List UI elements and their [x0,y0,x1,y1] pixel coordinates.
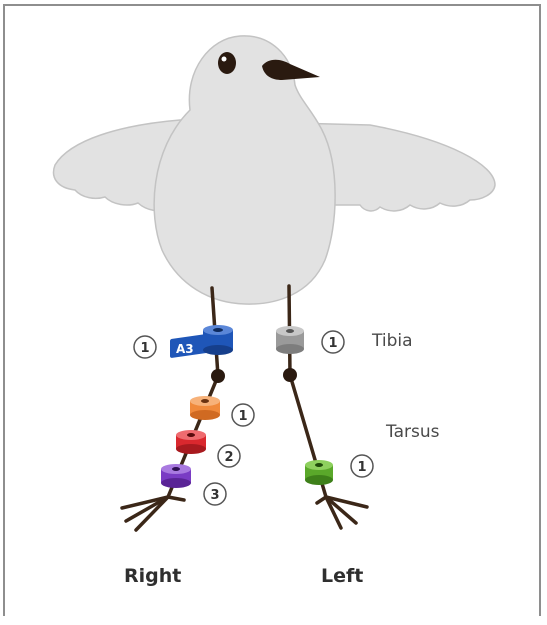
left-tibia-band-gray [276,326,304,354]
left-leg [289,286,367,528]
marker-left-tarsus: 1 [351,455,373,477]
right-tarsus-band-purple [161,464,191,488]
marker-right-tarsus-1: 1 [232,404,254,426]
left-leg-joint [283,368,297,382]
bird-beak [262,60,320,80]
left-tarsus-band-green [305,460,333,485]
right-tarsus-band-red [176,430,206,454]
flag-text: A3 [176,342,194,356]
label-tarsus: Tarsus [385,422,440,442]
marker-right-tarsus-3: 3 [204,483,226,505]
svg-text:1: 1 [140,341,149,356]
label-tibia: Tibia [371,331,413,351]
label-right: Right [124,565,181,587]
right-tibia-band-blue [203,325,233,355]
svg-text:1: 1 [328,336,337,351]
svg-text:3: 3 [210,488,219,503]
svg-text:1: 1 [238,409,247,424]
marker-left-tibia: 1 [322,331,344,353]
marker-right-tibia: 1 [134,336,156,358]
right-leg-joint [211,369,225,383]
label-left: Left [321,565,363,587]
right-tarsus-band-orange [190,396,220,420]
marker-right-tarsus-2: 2 [218,445,240,467]
svg-text:2: 2 [224,450,233,465]
svg-text:1: 1 [357,460,366,475]
bird-eye [218,52,236,74]
